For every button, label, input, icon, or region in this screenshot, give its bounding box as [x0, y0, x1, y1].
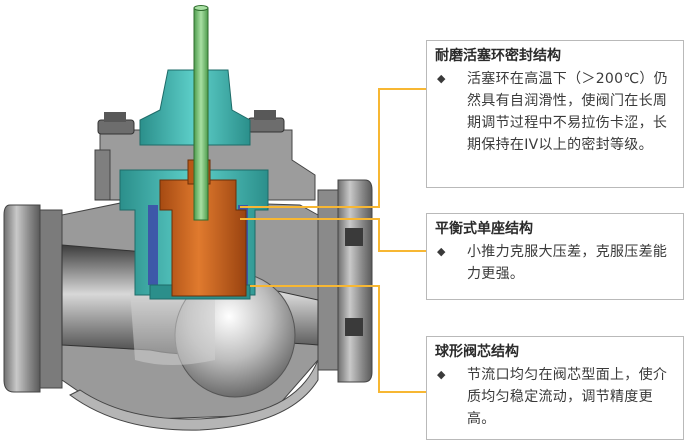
leader-line-3-vertical	[378, 285, 380, 393]
leader-line-3-top	[250, 285, 380, 287]
leader-line-2-vertical	[378, 218, 380, 252]
callout-title: 球形阀芯结构	[435, 344, 519, 360]
leader-line-3-right	[378, 391, 426, 393]
leader-line-2-right	[378, 250, 426, 252]
callout-piston-ring-seal: 耐磨活塞环密封结构 ◆ 活塞环在高温下（＞200℃）仍然具有自润滑性，使阀门在长…	[426, 40, 684, 188]
diamond-bullet-icon: ◆	[437, 368, 446, 381]
valve-cutaway-illustration	[3, 5, 373, 431]
callout-text: 活塞环在高温下（＞200℃）仍然具有自润滑性，使阀门在长周期调节过程中不易拉伤卡…	[467, 71, 668, 153]
left-flange	[3, 204, 63, 393]
leader-line-1-vertical	[378, 88, 380, 208]
diamond-bullet-icon: ◆	[437, 245, 446, 258]
callout-text: 节流口均匀在阀芯型面上，使介质均匀稳定流动，调节精度更高。	[467, 367, 668, 427]
callout-spherical-plug: 球形阀芯结构 ◆ 节流口均匀在阀芯型面上，使介质均匀稳定流动，调节精度更高。	[426, 336, 684, 440]
callout-title: 耐磨活塞环密封结构	[435, 48, 561, 64]
callout-balanced-single-seat: 平衡式单座结构 ◆ 小推力克服大压差，克服压差能力更强。	[426, 213, 684, 300]
diamond-bullet-icon: ◆	[437, 72, 446, 85]
callout-text: 小推力克服大压差，克服压差能力更强。	[467, 244, 668, 282]
leader-line-2-top	[240, 218, 380, 220]
callout-title: 平衡式单座结构	[435, 221, 533, 237]
valve-stem	[193, 5, 209, 221]
right-flange	[317, 179, 373, 383]
leader-line-1-top	[378, 88, 426, 90]
leader-line-1-bottom	[240, 206, 380, 208]
